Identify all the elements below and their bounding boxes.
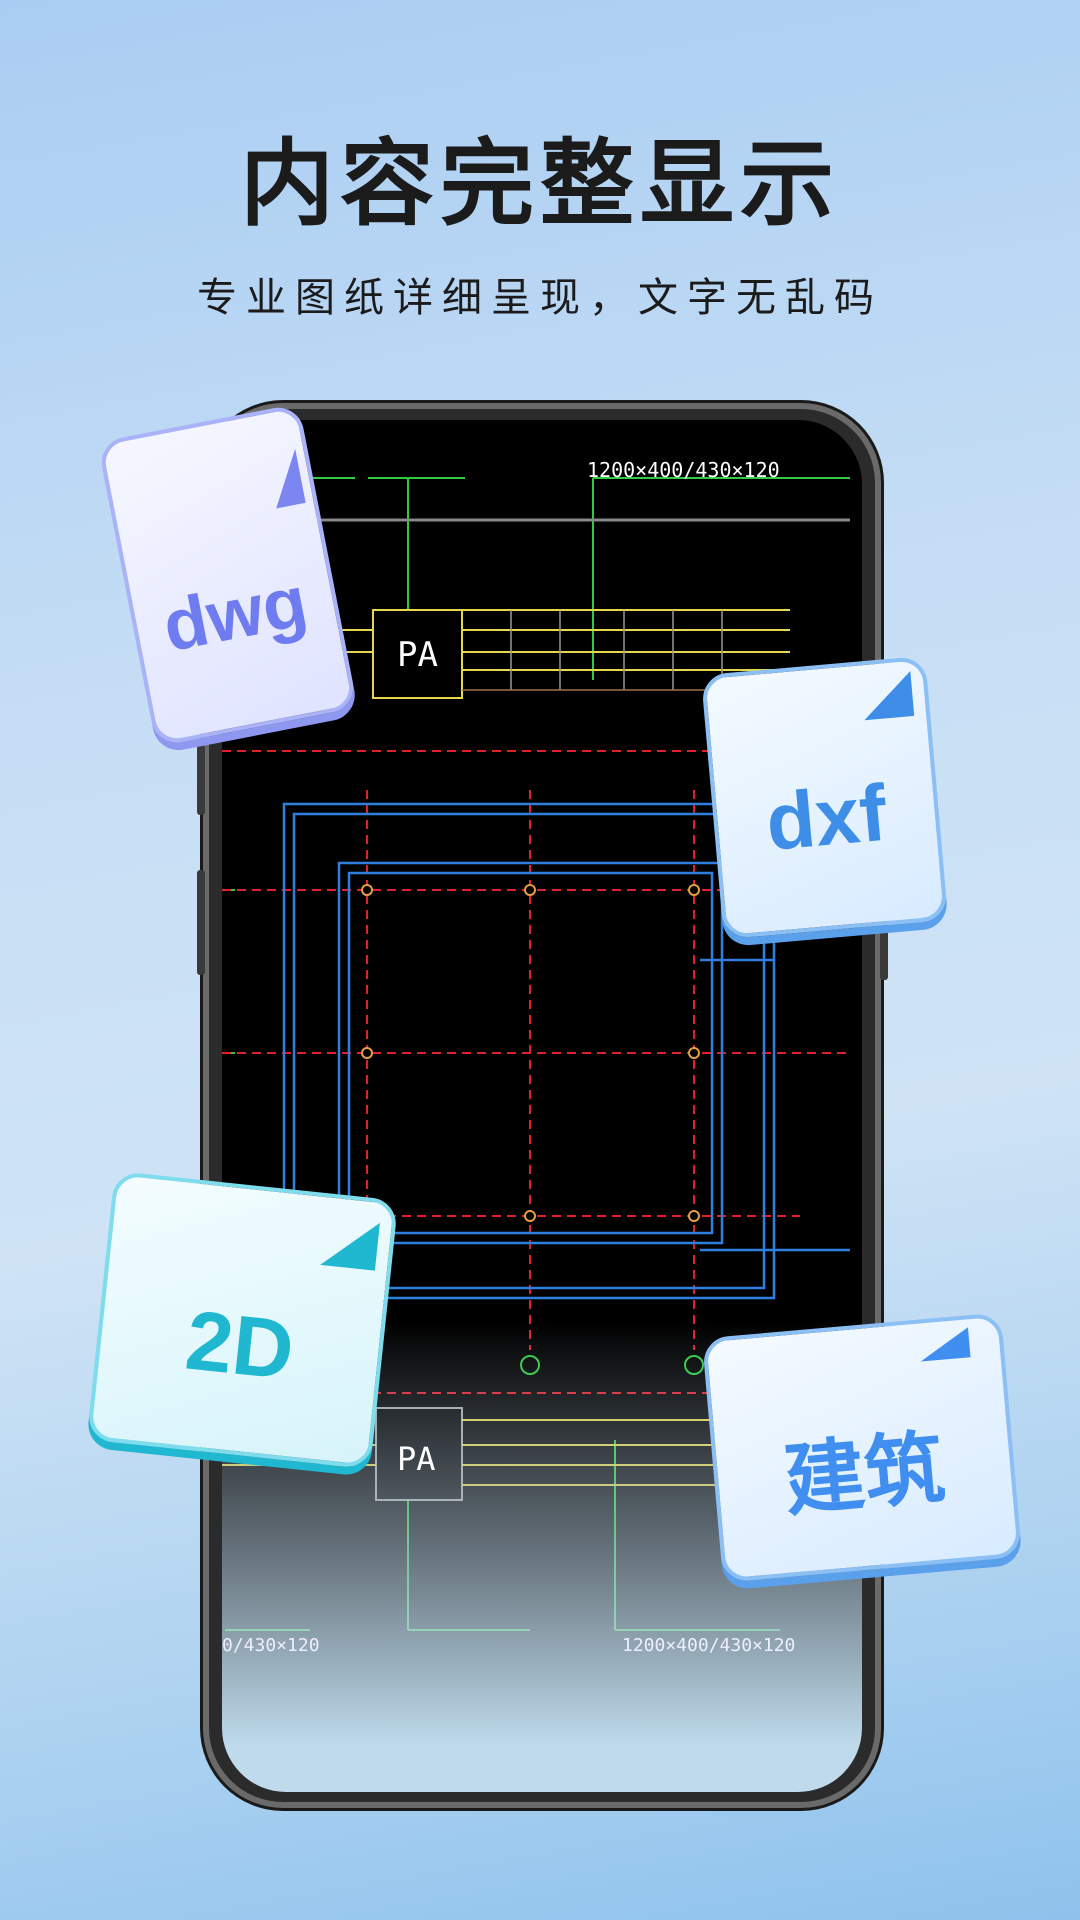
badge-architecture-label: 建筑 bbox=[780, 1420, 949, 1528]
page-subtitle: 专业图纸详细呈现，文字无乱码 bbox=[197, 275, 883, 321]
badge-dxf-label: dxf bbox=[762, 767, 890, 867]
badge-2d: 2D bbox=[86, 1170, 399, 1470]
corner-fold-icon bbox=[265, 448, 306, 509]
phone-volume-button bbox=[197, 870, 205, 975]
badge-2d-label: 2D bbox=[181, 1292, 299, 1397]
badge-dxf: dxf bbox=[700, 655, 949, 940]
phone-side-button bbox=[197, 745, 205, 815]
cad-label-bottom: 1200×400/430×120 bbox=[622, 1635, 796, 1656]
walls bbox=[282, 802, 850, 1300]
cad-label-top: 1200×400/430×120 bbox=[587, 458, 780, 482]
badge-dwg-label: dwg bbox=[156, 561, 314, 668]
column-nodes bbox=[361, 884, 700, 1222]
cad-pa-label-bottom: PA bbox=[397, 1440, 436, 1478]
page-title: 内容完整显示 bbox=[239, 130, 840, 239]
badge-architecture: 建筑 bbox=[701, 1312, 1023, 1583]
cad-pa-label-top: PA bbox=[397, 635, 438, 675]
corner-fold-icon bbox=[320, 1217, 380, 1271]
corner-fold-icon bbox=[918, 1327, 971, 1362]
cad-label-bottom-left: 0/430×120 bbox=[222, 1635, 320, 1656]
corner-fold-icon bbox=[860, 671, 915, 721]
